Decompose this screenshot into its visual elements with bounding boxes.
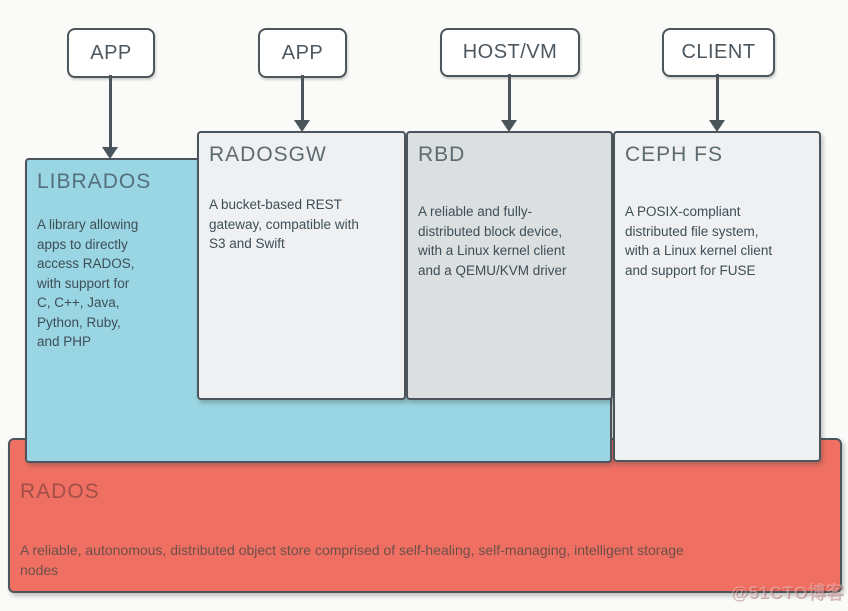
connector-hostvm-rbd xyxy=(501,74,517,132)
node-app-2-label: APP xyxy=(281,41,324,64)
arrow-shaft xyxy=(300,75,304,121)
node-host-vm-label: HOST/VM xyxy=(462,41,558,63)
arrow-down-icon xyxy=(294,120,310,132)
arrow-down-icon xyxy=(501,120,517,132)
node-client-label: CLIENT xyxy=(681,41,756,63)
layer-cephfs: CEPH FS A POSIX-compliant distributed fi… xyxy=(613,131,821,462)
layer-description-cephfs: A POSIX-compliant distributed file syste… xyxy=(625,204,773,278)
node-client: CLIENT xyxy=(662,28,775,77)
layer-title-radosgw: RADOSGW xyxy=(209,143,327,166)
watermark-51cto: @51CTO博客 xyxy=(731,583,845,602)
layer-radosgw: RADOSGW A bucket-based REST gateway, com… xyxy=(197,131,406,400)
layer-rados: RADOS A reliable, autonomous, distribute… xyxy=(8,438,842,593)
arrow-down-icon xyxy=(102,147,118,159)
layer-title-librados: LIBRADOS xyxy=(37,170,152,193)
arrow-shaft xyxy=(108,75,112,148)
connector-client-cephfs xyxy=(709,74,725,132)
layer-description-rados: A reliable, autonomous, distributed obje… xyxy=(20,542,684,578)
arrow-down-icon xyxy=(709,120,725,132)
node-host-vm: HOST/VM xyxy=(440,28,580,77)
layer-description-radosgw: A bucket-based REST gateway, compatible … xyxy=(209,197,359,251)
arrow-shaft xyxy=(507,74,511,121)
layer-title-cephfs: CEPH FS xyxy=(625,143,724,166)
layer-rbd: RBD A reliable and fully- distributed bl… xyxy=(406,131,613,400)
layer-description-rbd: A reliable and fully- distributed block … xyxy=(418,204,567,278)
layer-title-rbd: RBD xyxy=(418,143,466,166)
connector-app2-radosgw xyxy=(294,75,310,132)
layer-title-rados: RADOS xyxy=(20,480,100,503)
node-app-2: APP xyxy=(258,28,347,78)
connector-app1-librados xyxy=(102,75,118,159)
layer-description-librados: A library allowing apps to directly acce… xyxy=(37,217,139,349)
node-app-1-label: APP xyxy=(90,41,132,64)
arrow-shaft xyxy=(715,74,719,121)
node-app-1: APP xyxy=(67,28,155,78)
